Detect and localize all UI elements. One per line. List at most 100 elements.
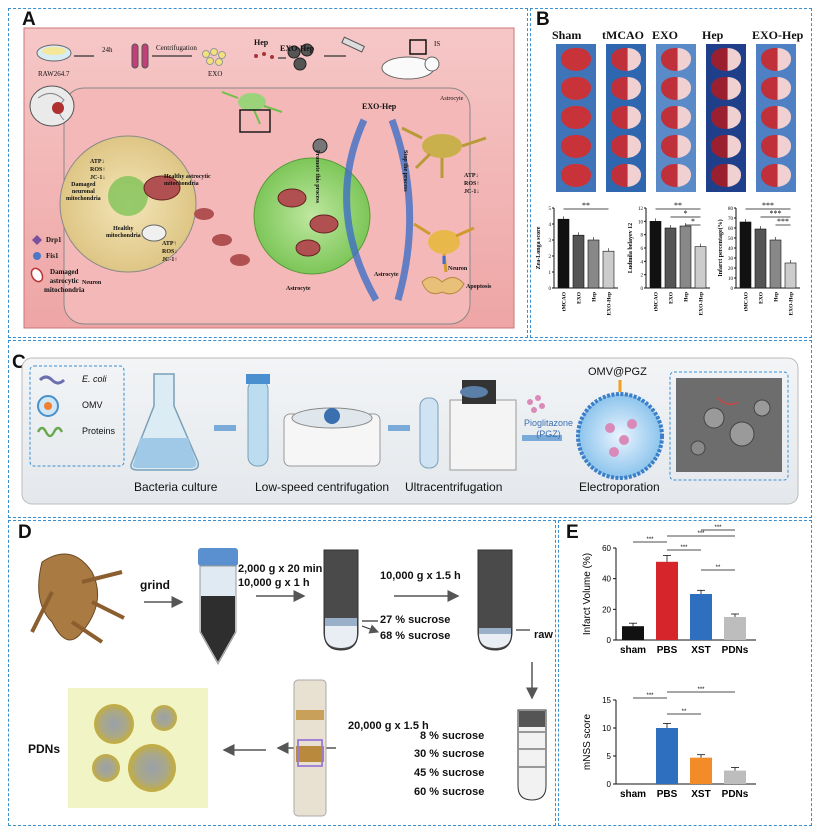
ultra-tube-icon xyxy=(419,397,439,469)
density-tube-icon xyxy=(517,709,547,801)
b-chart-ytick-label: 20 xyxy=(728,267,734,272)
stop-arrow xyxy=(388,118,414,301)
b-bar-EXO xyxy=(664,227,677,289)
exo-hep-particles-icon xyxy=(287,43,314,71)
neuron-legend-label: Neuron xyxy=(82,280,102,286)
e-chart-ylabel: Infarct Volume (%) xyxy=(582,553,593,635)
panel-label-e: E xyxy=(566,522,579,543)
ecoli-label: E. coli xyxy=(82,374,107,384)
brain-slice xyxy=(761,77,791,100)
grind-label: grind xyxy=(140,578,170,592)
b-xtick-label: EXO-Hep xyxy=(607,292,613,316)
b-bar-tMCAO xyxy=(739,221,752,289)
brain-slice xyxy=(761,48,791,71)
e-bar-PDNs xyxy=(724,617,746,640)
flask-icon xyxy=(130,373,200,471)
b-chart-ylabel: Infarct percentage(%) xyxy=(717,219,724,276)
exosome-particles-icon xyxy=(202,48,226,66)
spin1-label: 2,000 g x 20 min 10,000 g x 1 h xyxy=(238,563,323,589)
brain-slice xyxy=(661,77,691,100)
step-ultracentrifugation: Ultracentrifugation xyxy=(405,480,503,494)
proteins-label: Proteins xyxy=(82,426,116,436)
fis1-label: Fis1 xyxy=(46,252,59,260)
b-chart-ytick-label: 12 xyxy=(638,207,644,212)
b-chart-ytick-label: 2 xyxy=(641,274,644,279)
b-bar-Hep xyxy=(679,225,692,289)
damaged-neuronal-label: Damaged neuronal mitochondria xyxy=(66,182,101,202)
b-chart-ytick-label: 5 xyxy=(549,207,552,212)
healthy-astro-mito-label: Healthy astrocytic mitochondria xyxy=(164,174,211,187)
e-sig-mark: ** xyxy=(682,709,687,715)
neuron-right-label: Neuron xyxy=(448,266,468,272)
e-bar-PBS xyxy=(656,728,678,784)
neuron-stats: ATP↓ ROS↑ JC-1↓ xyxy=(90,159,106,181)
time-label: 24h xyxy=(102,46,113,54)
b-sig-mark: *** xyxy=(762,201,774,210)
panel-a-illustration xyxy=(23,27,515,329)
mouse-icon xyxy=(381,39,440,80)
spin3-label: 20,000 g x 1.5 h xyxy=(348,720,429,732)
is-label: IS xyxy=(434,40,441,48)
b-bar-EXO-Hep xyxy=(694,246,707,289)
b-xtick-label: EXO-Hep xyxy=(789,292,795,316)
exo-label: EXO xyxy=(208,70,223,78)
b-bar-tMCAO xyxy=(649,221,662,289)
b-xtick-label: EXO xyxy=(669,291,675,304)
brain-slice xyxy=(561,135,591,158)
e-bar-PDNs xyxy=(724,770,746,784)
brain-slice xyxy=(711,164,741,187)
stop-label: Stop the process xyxy=(402,150,408,192)
b-chart-ytick-label: 8 xyxy=(641,234,644,239)
b-sig-mark: * xyxy=(684,209,688,218)
astrocyte-right-icon xyxy=(401,126,487,178)
brain-icon xyxy=(29,85,75,127)
b-chart-ytick-label: 0 xyxy=(549,287,552,292)
brain-slice xyxy=(761,164,791,187)
ginseng-root-icon xyxy=(30,553,125,644)
brain-slice xyxy=(711,135,741,158)
damaged-legend-label: Damaged astrocytic mitochondria xyxy=(44,268,85,294)
b-chart-ytick-label: 4 xyxy=(549,223,552,228)
e-bar-sham xyxy=(622,626,644,640)
panel-label-a: A xyxy=(22,9,36,30)
e-sig-mark: *** xyxy=(697,531,705,537)
brain-slice xyxy=(661,164,691,187)
e-sig-mark: *** xyxy=(646,693,654,699)
drp1-icon xyxy=(32,235,42,245)
b-sig-mark: * xyxy=(691,217,695,226)
omv-label: OMV xyxy=(82,400,103,410)
neuron-right-icon xyxy=(413,222,475,273)
brain-slice xyxy=(661,106,691,129)
brain-slice xyxy=(611,106,641,129)
e-sig-mark: *** xyxy=(714,525,722,531)
brain-slice xyxy=(561,106,591,129)
b-chart-ylabel: Ludmila belayev 12 xyxy=(628,223,634,273)
b-chart-ylabel: Zea-Longa score xyxy=(536,226,542,269)
e-bar-XST xyxy=(690,757,712,784)
brain-slice xyxy=(611,135,641,158)
pdns-label: PDNs xyxy=(28,742,61,756)
tem-image xyxy=(676,378,782,472)
omv-icon xyxy=(37,395,59,417)
gradient-30-label: 30 % sucrose xyxy=(414,748,485,760)
brain-slice xyxy=(661,48,691,71)
e-xtick-label: PBS xyxy=(657,789,678,800)
b-chart-ytick-label: 0 xyxy=(731,287,734,292)
b-sig-mark: ** xyxy=(582,201,590,210)
healthy-stats: ATP↑ ROS↓ JC-1↑ xyxy=(162,241,178,263)
apoptosis-label: Apoptosis xyxy=(466,284,492,290)
e-chart-ytick-label: 5 xyxy=(607,752,612,761)
b-chart-ytick-label: 3 xyxy=(549,239,552,244)
b-bar-EXO xyxy=(754,228,767,289)
centrifuge-icon xyxy=(283,407,381,467)
panel-label-d: D xyxy=(18,522,32,543)
fis1-icon xyxy=(33,252,41,260)
tube-icon xyxy=(246,374,270,467)
b-xtick-label: EXO-Hep xyxy=(699,292,705,316)
b-xtick-label: EXO xyxy=(759,291,765,304)
b-sig-mark: ** xyxy=(674,201,682,210)
b-xtick-label: Hep xyxy=(684,292,690,302)
ecoli-icon xyxy=(38,375,66,385)
b-chart-ytick-label: 60 xyxy=(728,227,734,232)
